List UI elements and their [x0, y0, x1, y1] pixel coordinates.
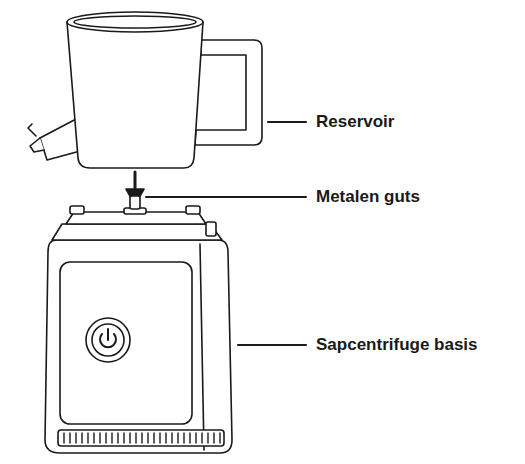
vent-slot	[93, 433, 94, 443]
vent-slot	[219, 433, 220, 443]
safety-switch	[206, 222, 216, 236]
leader-line	[238, 344, 306, 346]
locking-tab-right	[186, 206, 200, 214]
reservoir-opening	[74, 16, 196, 28]
vent-slot	[63, 433, 64, 443]
spout-clip	[30, 138, 44, 152]
locking-tab-left	[70, 206, 84, 214]
vent-slot	[201, 433, 202, 443]
vent-slot	[177, 433, 178, 443]
part-label: Reservoir	[316, 112, 394, 132]
vent-slot	[171, 433, 172, 443]
vent-slot	[183, 433, 184, 443]
vent-slot	[195, 433, 196, 443]
power-knob	[86, 318, 130, 362]
vent-slot	[87, 433, 88, 443]
leader-line	[268, 121, 306, 123]
reservoir-rim	[67, 12, 203, 32]
reservoir-handle	[195, 40, 262, 145]
base-top-plate	[52, 224, 222, 240]
vent-slot	[105, 433, 106, 443]
base-housing	[45, 240, 232, 453]
power-knob-inner	[92, 324, 124, 356]
vent-slot	[189, 433, 190, 443]
vent-slot	[213, 433, 214, 443]
vent-slot	[159, 433, 160, 443]
vent-slot	[135, 433, 136, 443]
reservoir-body	[67, 22, 203, 168]
vent-slot	[75, 433, 76, 443]
vent-slot	[153, 433, 154, 443]
leader-line	[146, 196, 306, 198]
vent-slots	[64, 433, 220, 443]
base-vent-strip	[58, 430, 224, 446]
base-side-line	[200, 244, 204, 450]
vent-slot	[117, 433, 118, 443]
vent-slot	[81, 433, 82, 443]
part-label: Metalen guts	[316, 187, 420, 207]
vent-slot	[69, 433, 70, 443]
base-front-panel	[60, 262, 192, 424]
spout-clip-lever	[28, 124, 36, 136]
part-label: Sapcentrifuge basis	[316, 335, 478, 355]
vent-slot	[141, 433, 142, 443]
metal-spindle	[130, 196, 140, 209]
vent-slot	[129, 433, 130, 443]
vent-slot	[111, 433, 112, 443]
vent-slot	[207, 433, 208, 443]
power-symbol-bar	[107, 329, 109, 340]
vent-slot	[123, 433, 124, 443]
vent-slot	[147, 433, 148, 443]
vent-slot	[165, 433, 166, 443]
vent-slot	[99, 433, 100, 443]
